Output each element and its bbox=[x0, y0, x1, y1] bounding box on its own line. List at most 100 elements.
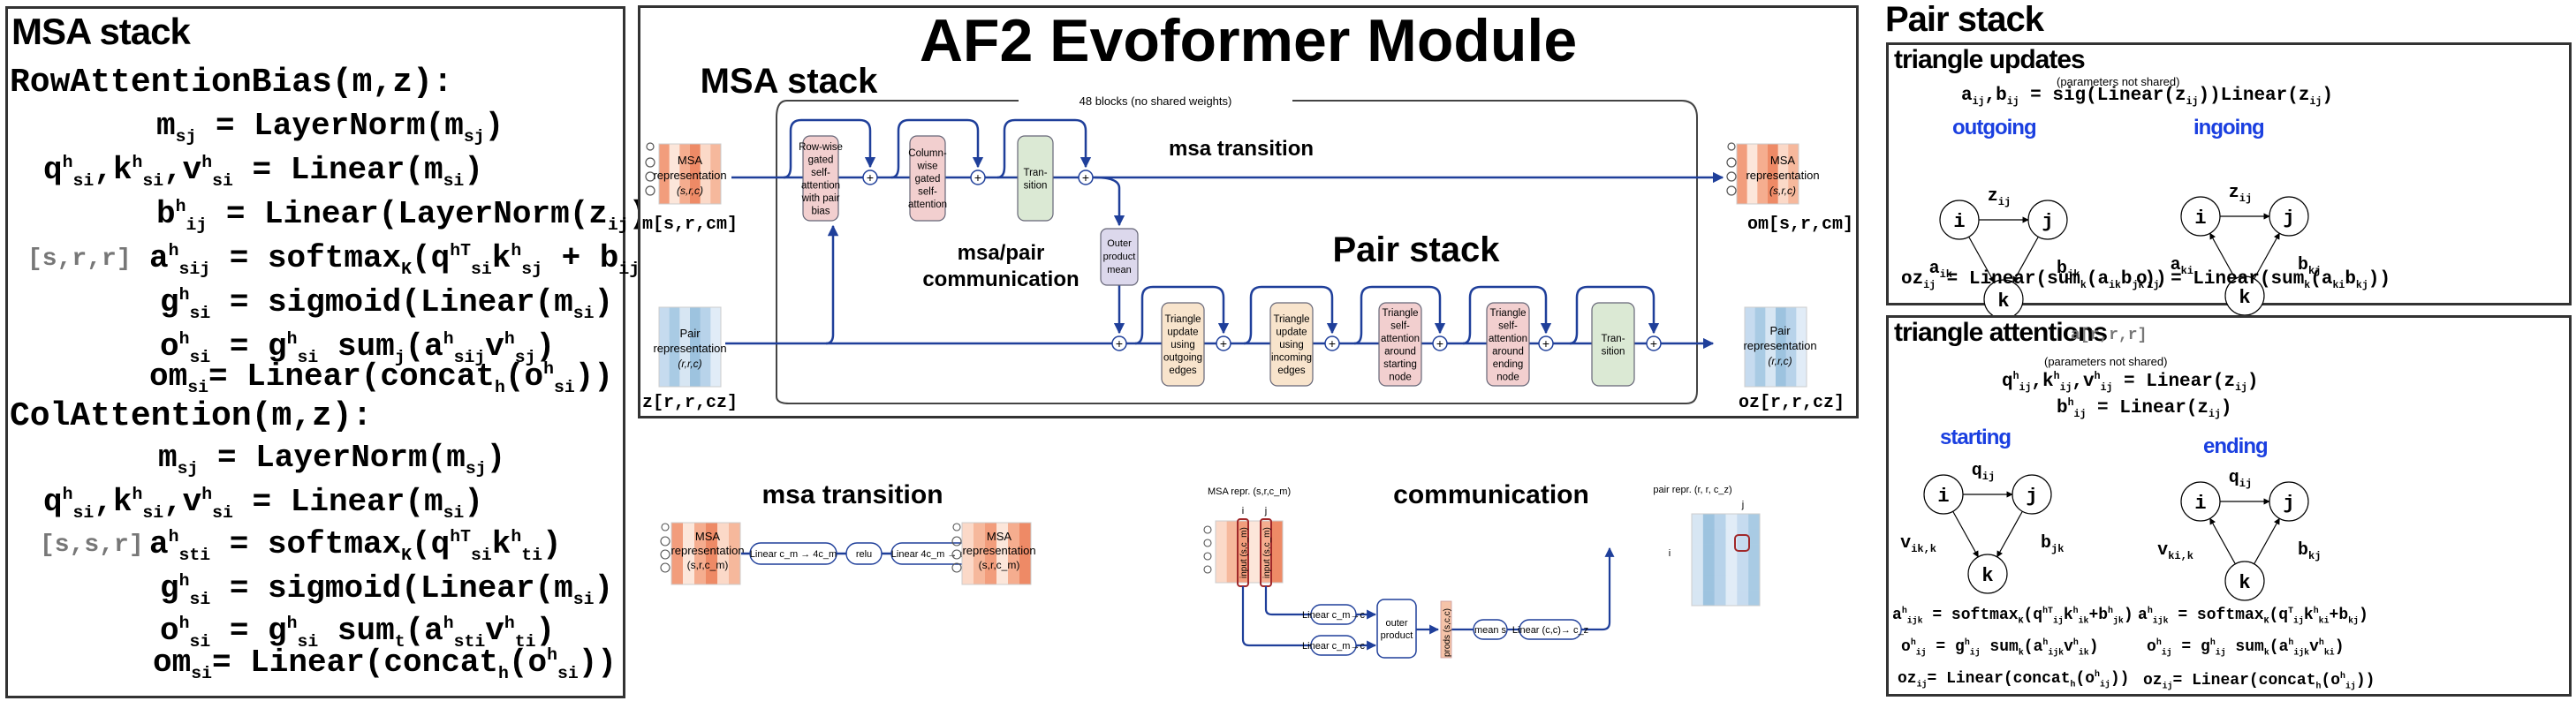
heatmap-cell bbox=[669, 373, 680, 388]
pair-block-text: Triangle bbox=[1164, 314, 1201, 325]
msa-stack-heading: MSA stack bbox=[701, 62, 879, 101]
heatmap-cell bbox=[1796, 307, 1807, 321]
pair-block-5[interactable]: Tran-sition bbox=[1591, 302, 1635, 387]
heatmap-cell bbox=[1692, 560, 1704, 576]
heatmap-cell bbox=[1702, 529, 1715, 545]
row-formula-5: ghsi = sigmoid(Linear(msi) bbox=[160, 284, 614, 324]
op-linear-up: Linear c_m → 4c_m bbox=[749, 542, 837, 565]
pair-output-heatmap bbox=[1744, 306, 1807, 388]
heatmap-cell bbox=[669, 320, 680, 335]
outer-product-mean-rect[interactable] bbox=[1100, 228, 1139, 286]
triangle-attentions-shape: a[r,r,r] bbox=[2071, 327, 2148, 344]
msa-block-rect[interactable] bbox=[802, 135, 839, 222]
edge-kj bbox=[2254, 232, 2280, 280]
node-circle bbox=[1939, 200, 1980, 240]
plus-circle bbox=[1111, 335, 1127, 351]
graph-node-i: i bbox=[1939, 200, 1980, 240]
pair-bias-arrow bbox=[825, 224, 839, 345]
heatmap-cell bbox=[1725, 590, 1738, 607]
pair-input-representation: Pair representation (r,r,c) z[r,r,cz] bbox=[642, 306, 738, 413]
triangle-attentions-note: (parameters not shared) bbox=[2044, 355, 2168, 368]
triangle-updates-formula: aij,bij = sig(Linear(zij))Linear(zij) bbox=[1961, 86, 2333, 109]
heatmap-cell bbox=[706, 569, 718, 585]
pair-block-text: Triangle bbox=[1489, 308, 1526, 319]
input-label-i: input (s,c_m) bbox=[1239, 527, 1249, 578]
heatmap-cell bbox=[1746, 159, 1758, 175]
heatmap-cell bbox=[996, 538, 1009, 554]
heatmap-cell bbox=[1777, 189, 1789, 205]
heatmap-cell bbox=[669, 144, 680, 160]
heatmap-cell bbox=[694, 569, 707, 585]
comm-msa-label: MSA repr. (s,r,c_m) bbox=[1208, 486, 1291, 497]
heatmap-cell bbox=[710, 360, 722, 374]
to-outer-product bbox=[1094, 176, 1125, 227]
heatmap-border bbox=[961, 522, 1032, 585]
node-label: i bbox=[2194, 493, 2206, 515]
heatmap-cell bbox=[706, 523, 718, 539]
msa-block-rect[interactable] bbox=[909, 135, 946, 222]
heatmap-cell bbox=[1754, 307, 1766, 321]
node-label: i bbox=[2194, 207, 2206, 230]
edge-ik bbox=[1952, 510, 1979, 558]
heatmap-cell bbox=[669, 189, 680, 205]
heatmap-cell bbox=[659, 307, 670, 321]
msa-stack-formula-panel: MSA stack RowAttentionBias(m,z): msj = L… bbox=[5, 6, 667, 698]
pair-cell-highlight bbox=[1734, 534, 1750, 552]
pair-block-rect[interactable] bbox=[1378, 302, 1422, 387]
outer-product-label-2: product bbox=[1381, 630, 1413, 641]
heatmap-cell bbox=[710, 174, 722, 190]
evoformer-diagram: AF2 Evoformer Module MSA stack 48 blocks… bbox=[642, 8, 1853, 413]
heatmap-cell bbox=[1714, 575, 1726, 591]
heatmap-cell bbox=[700, 347, 711, 361]
row-attention-header: RowAttentionBias(m,z): bbox=[10, 64, 453, 102]
heatmap-cell bbox=[1702, 575, 1715, 591]
op-linear-down-label: Linear 4c_m → c_m bbox=[891, 549, 978, 560]
pair-block-rect[interactable] bbox=[1591, 302, 1635, 387]
heatmap-cell bbox=[1737, 144, 1747, 160]
msa-block-rect[interactable] bbox=[1017, 135, 1054, 222]
pair-block-rect[interactable] bbox=[1486, 302, 1530, 387]
heatmap-cell bbox=[1785, 307, 1797, 321]
heatmap-cell bbox=[700, 307, 711, 321]
graph-node-k: k bbox=[1967, 554, 2008, 594]
msa-residual-1 bbox=[783, 118, 876, 179]
heatmap-cell bbox=[659, 373, 670, 388]
op-linear-i-label: Linear c_m→c bbox=[1302, 641, 1365, 652]
heatmap-cell bbox=[1737, 174, 1747, 190]
heatmap-cell bbox=[996, 569, 1009, 585]
outer-product-mean-block[interactable]: Outer product mean bbox=[1100, 228, 1139, 286]
pair-residual-5 bbox=[1569, 285, 1660, 345]
heatmap-cell bbox=[1765, 320, 1777, 335]
plus-circle bbox=[1324, 335, 1340, 351]
heatmap-cell bbox=[679, 373, 691, 388]
pair-block-rect[interactable] bbox=[1161, 302, 1205, 387]
heatmap-cell bbox=[1019, 538, 1032, 554]
node-circle bbox=[2180, 196, 2221, 237]
heatmap-cell bbox=[690, 320, 701, 335]
row-formula-3: bhij = Linear(LayerNorm(zij)) bbox=[156, 196, 667, 236]
outer-product-box bbox=[1376, 599, 1417, 659]
node-circle bbox=[2269, 481, 2309, 522]
pair-block-text: attention bbox=[1489, 334, 1527, 344]
ingoing-formula: oij = Linear(sumk(akibkj)) bbox=[2136, 269, 2390, 292]
node-circle bbox=[2224, 561, 2265, 601]
heatmap-cell bbox=[690, 360, 701, 374]
heatmap-cell bbox=[1714, 529, 1726, 545]
pair-block-rect[interactable] bbox=[1269, 302, 1314, 387]
heatmap-cell bbox=[1796, 360, 1807, 374]
msa-block-3[interactable]: Tran-sition bbox=[1017, 135, 1054, 222]
heatmap-cell bbox=[1745, 373, 1755, 388]
heatmap-cell bbox=[1019, 523, 1032, 539]
col-formula-5: ohsi = ghsi sumt(ahstivhti) bbox=[160, 613, 556, 652]
detail-diagrams: msa transition MSA representation (s,r,c… bbox=[660, 480, 1761, 659]
heatmap-cell bbox=[1008, 538, 1020, 554]
heatmap-cell bbox=[1725, 514, 1738, 530]
comm-i-line bbox=[1241, 586, 1311, 647]
